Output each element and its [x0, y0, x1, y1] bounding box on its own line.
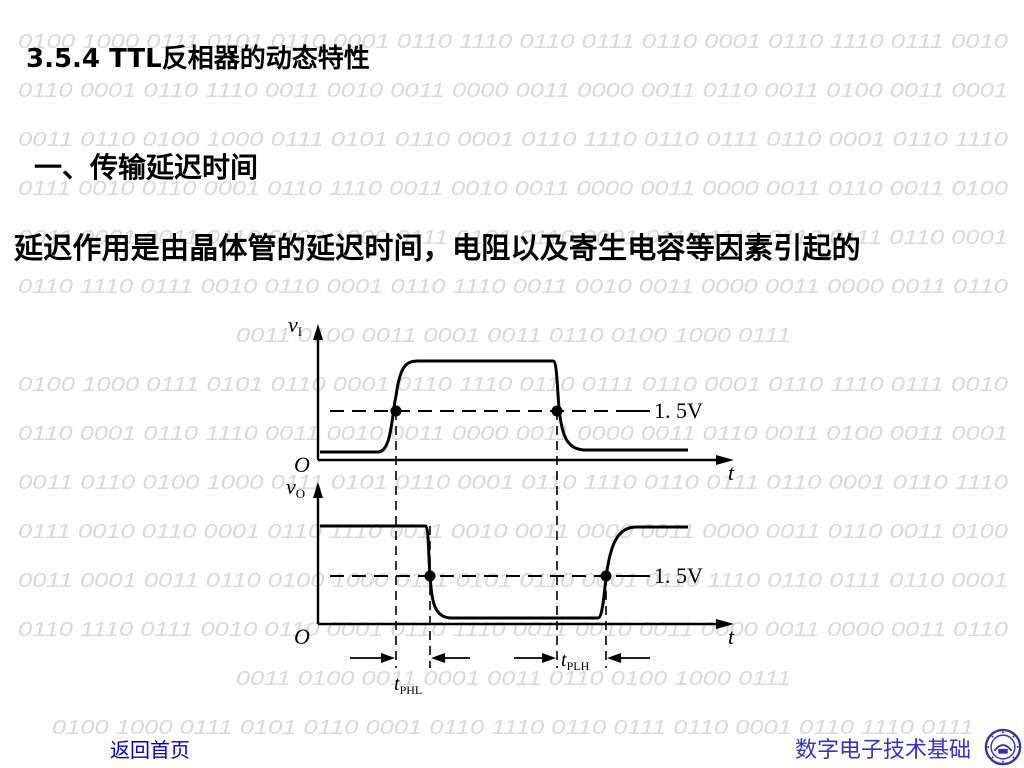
binary-line: 0011 0100 0011 0001 0011 0110 0100 1000 …: [236, 668, 791, 690]
slide-title: 3.5.4 TTL反相器的动态特性: [26, 44, 370, 74]
binary-line: 0011 0110 0100 1000 0111 0101 0110 0001 …: [18, 472, 1008, 494]
binary-line: 0100 1000 0111 0101 0110 0001 0110 1110 …: [52, 717, 974, 739]
input-fall-crossing-point: [551, 405, 563, 417]
binary-line: 0100 1000 0111 0101 0110 0001 0110 1110 …: [18, 374, 1008, 396]
binary-line: 0110 0001 0110 1110 0011 0010 0011 0000 …: [18, 80, 1008, 102]
input-origin-label: O: [294, 452, 310, 477]
binary-line: 0111 0010 0110 0001 0110 1110 0011 0010 …: [18, 521, 1008, 543]
input-t-axis-arrow: [716, 455, 734, 465]
binary-line: 0011 0001 0011 0110 0100 1000 0111 0101 …: [18, 227, 1008, 249]
input-time-label: t: [728, 460, 735, 485]
output-fall-crossing-point: [424, 570, 436, 582]
binary-line: 0100 1000 0111 0101 0110 0001 0110 1110 …: [18, 31, 1008, 53]
binary-line: 0011 0100 0011 0001 0011 0110 0100 1000 …: [236, 325, 791, 347]
output-time-label: t: [728, 624, 735, 649]
output-t-axis-arrow: [716, 619, 734, 629]
tplh-arrowhead-left: [542, 653, 556, 663]
university-seal-icon: [984, 728, 1022, 766]
input-rise-crossing-point: [390, 405, 402, 417]
binary-line: 0110 1110 0111 0010 0110 0001 0110 1110 …: [18, 619, 1008, 641]
tphl-label: tPHL: [394, 673, 422, 697]
course-brand: 数字电子技术基础: [795, 738, 972, 763]
binary-line: 0011 0110 0100 1000 0111 0101 0110 0001 …: [18, 129, 1008, 151]
output-rise-crossing-point: [600, 570, 612, 582]
binary-line: 0111 0010 0110 0001 0110 1110 0011 0010 …: [18, 178, 1008, 200]
output-axis-label: vO: [286, 474, 305, 501]
input-v-axis-arrow: [313, 324, 323, 340]
output-origin-label: O: [294, 624, 310, 649]
section-heading: 一、传输延迟时间: [34, 151, 259, 184]
input-axis-label: vI: [288, 312, 302, 339]
tplh-label: tPLH: [561, 649, 590, 673]
home-link[interactable]: 返回首页: [110, 738, 190, 762]
input-waveform: [320, 359, 688, 454]
output-v-axis-arrow: [313, 482, 323, 498]
binary-line: 0011 0001 0011 0110 0100 1000 0111 0101 …: [18, 570, 1008, 592]
output-threshold-label: 1. 5V: [654, 563, 703, 588]
binary-line: 0110 0001 0110 1110 0011 0010 0011 0000 …: [18, 423, 1008, 445]
description-text: 延迟作用是由晶体管的延迟时间，电阻以及寄生电容等因素引起的: [14, 231, 861, 265]
input-threshold-label: 1. 5V: [654, 398, 703, 423]
binary-line: 0110 1110 0111 0010 0110 0001 0110 1110 …: [18, 276, 1008, 298]
tphl-arrowhead-right: [431, 653, 445, 663]
tphl-arrowhead-left: [381, 653, 395, 663]
output-waveform: [320, 524, 688, 620]
tplh-arrowhead-right: [607, 653, 621, 663]
